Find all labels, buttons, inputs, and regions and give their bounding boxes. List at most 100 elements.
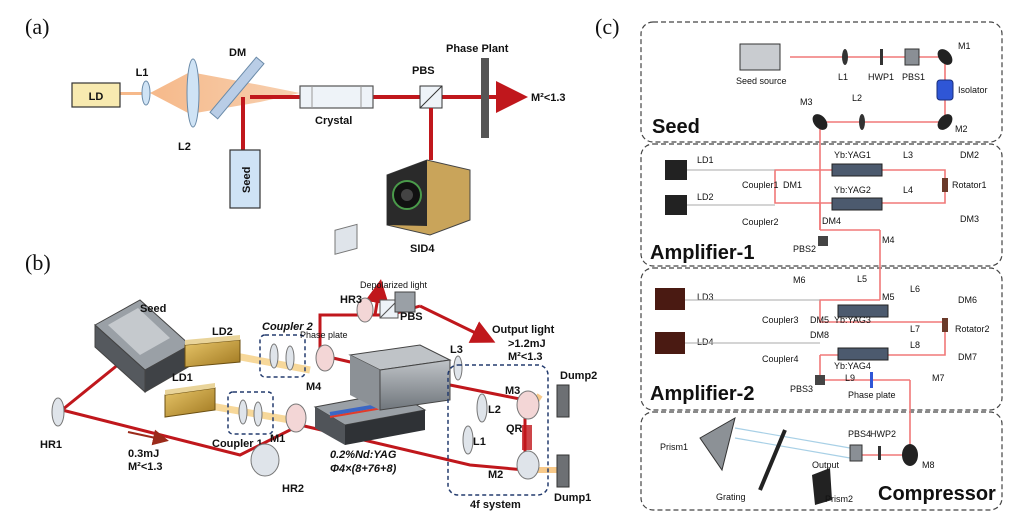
m6-label-c: M6 (793, 275, 806, 285)
lens-l1 (141, 80, 151, 106)
ld4-label-c: LD4 (697, 337, 714, 347)
l4-label-c: L4 (903, 185, 913, 195)
depolarized-dump (394, 291, 416, 313)
dm5-label: DM5 (810, 315, 829, 325)
ld3-c (655, 288, 685, 310)
comp-beam-2 (734, 437, 851, 459)
m1-c (937, 49, 953, 65)
panel-a: (a) LD L1 L2 DM Crystal PBS Phase Plant (25, 14, 566, 255)
seed-source-box (739, 43, 781, 71)
pump-beam-ld2 (229, 351, 311, 374)
m2-mirror-b (516, 450, 540, 480)
ybyag3 (837, 304, 889, 318)
panel-b-label: (b) (25, 250, 51, 275)
l1-lens-c (842, 49, 848, 65)
m1-mirror (285, 403, 307, 433)
l5-label-c: L5 (857, 274, 867, 284)
seed-label-b: Seed (140, 303, 166, 315)
l3-label-b: L3 (450, 344, 463, 356)
l3-label-c: L3 (903, 150, 913, 160)
prism2 (812, 468, 832, 505)
dm3-label: DM3 (960, 214, 979, 224)
m3-label-c: M3 (800, 97, 813, 107)
sid4-camera (386, 159, 471, 236)
l9-label-c: L9 (845, 373, 855, 383)
ld-box (71, 82, 121, 108)
l1-label: L1 (136, 67, 149, 79)
pbs2 (818, 236, 828, 246)
seed-frame (640, 21, 1003, 143)
l7-label-c: L7 (910, 324, 920, 334)
fourf-frame (447, 364, 549, 496)
pbs4-label: PBS4 (848, 429, 871, 439)
l3-lens (453, 355, 463, 381)
prism1-label: Prism1 (660, 442, 688, 452)
ld2-label: LD2 (212, 326, 233, 338)
second-pass-module (348, 344, 452, 411)
m3-c (812, 114, 828, 130)
m4-label: M4 (306, 381, 322, 393)
output-m2: M²<1.3 (508, 351, 543, 363)
l1-lens-b (462, 425, 474, 455)
isolator (936, 79, 954, 101)
m8-label-c: M8 (922, 460, 935, 470)
rotator1 (942, 178, 948, 192)
dm7-label: DM7 (958, 352, 977, 362)
pbs2-label: PBS2 (793, 244, 816, 254)
amp2-section-title: Amplifier-2 (650, 383, 754, 405)
pbs-label-b: PBS (400, 311, 423, 323)
isolator-label: Isolator (958, 85, 988, 95)
m1-label: M1 (270, 433, 285, 445)
l2-lens-c (859, 114, 865, 130)
coupler-1-lens-a (238, 399, 248, 425)
ybyag3-label: Yb:YAG3 (834, 315, 871, 325)
coupler-1-lens-b (253, 401, 263, 427)
output-light-label: Output light (492, 324, 555, 336)
ld1-label-c: LD1 (697, 155, 714, 165)
output-energy: >1.2mJ (508, 338, 546, 350)
pbs3 (815, 375, 825, 385)
hr3-mirror (356, 297, 374, 323)
pbs3-label: PBS3 (790, 384, 813, 394)
pump-beam-short (120, 92, 150, 95)
depol-beam (365, 279, 389, 316)
dm8-label: DM8 (810, 330, 829, 340)
ld4-c (655, 332, 685, 354)
depolarized-label: Depolarized light (360, 280, 428, 290)
m2-label-b: M2 (488, 469, 503, 481)
pbs1-label: PBS1 (902, 72, 925, 82)
ybyag2-label: Yb:YAG2 (834, 185, 871, 195)
seed-source-label: Seed source (736, 76, 787, 86)
input-arrow (127, 429, 169, 446)
grating (758, 429, 787, 491)
crystal-line2: Φ4×(8+76+8) (330, 463, 397, 475)
hwp2-label: HWP2 (870, 429, 896, 439)
grating-label: Grating (716, 492, 746, 502)
ybyag4 (837, 347, 889, 361)
l2-label: L2 (178, 141, 191, 153)
ybyag1 (831, 163, 883, 177)
ybyag4-label: Yb:YAG4 (834, 361, 871, 371)
comp-beam-1 (734, 427, 851, 449)
m7-label-c: M7 (932, 373, 945, 383)
output-label-c: Output (812, 460, 840, 470)
output-beam-b (419, 304, 496, 343)
hwp2 (878, 446, 881, 460)
phase-plate-b (334, 223, 358, 255)
dump2-label: Dump2 (560, 370, 597, 382)
crystal-line1: 0.2%Nd:YAG (330, 449, 397, 461)
hr1-label: HR1 (40, 439, 62, 451)
coupler-2-frame (259, 334, 306, 378)
ybyag2 (831, 197, 883, 211)
pbs1 (904, 48, 920, 66)
ld1-c (665, 160, 687, 180)
fourf-label: 4f system (470, 499, 521, 511)
m3-label-b: M3 (505, 385, 520, 397)
l2-label-b: L2 (488, 404, 501, 416)
pbs-label: PBS (412, 65, 435, 77)
dm4-label: DM4 (822, 216, 841, 226)
dump-2 (556, 384, 570, 418)
seed-label-a: Seed (241, 167, 253, 193)
amp1-section-title: Amplifier-1 (650, 242, 754, 264)
